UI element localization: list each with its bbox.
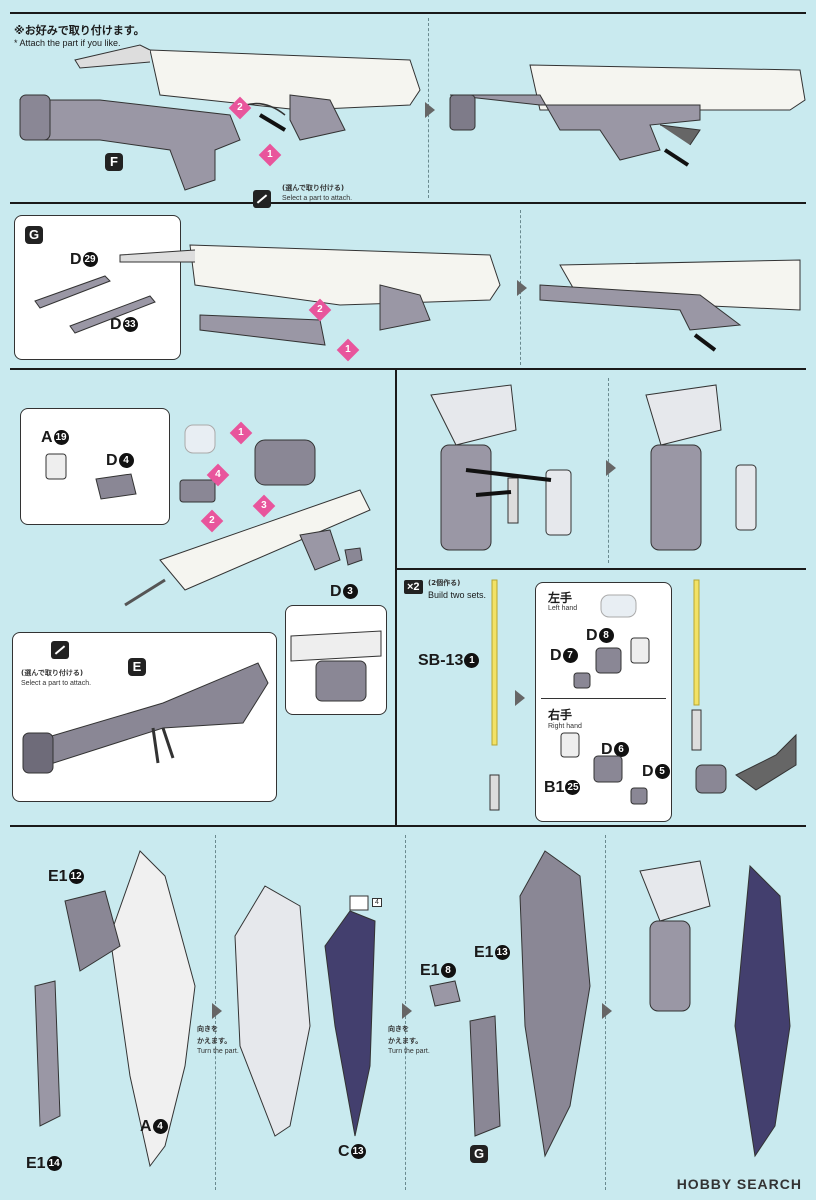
select-part-jp: (選んで取り付ける) [21,669,84,677]
attach-note-jp: ※お好みで取り付けます。 [14,24,145,37]
number-badge: 12 [68,869,84,885]
hobby-search-watermark: HOBBY SEARCH [676,1176,802,1192]
sticker-number: 4 [372,898,382,907]
number-badge: 19 [53,430,69,446]
hand-detail-callout [285,605,387,715]
section-3-divider [395,370,397,825]
turn-part-en: Turn the part. [388,1048,430,1055]
build-two-jp: (2個作る) [428,579,461,587]
next-arrow [425,102,435,118]
turn-part-en: Turn the part. [197,1048,239,1055]
next-arrow [402,1003,412,1019]
number-badge: 6 [613,742,629,758]
select-part-jp: (選んで取り付ける) [282,184,345,192]
number-badge: 13 [494,945,510,961]
section-3-bottom-border [10,825,806,827]
beam-saber-illustration [489,579,797,811]
small-parts-illustration [45,453,137,500]
rifle-rail-illustration [119,244,801,352]
number-badge: 13 [350,1144,366,1160]
number-badge: 8 [440,963,456,979]
number-badge: 14 [46,1156,62,1172]
turn-part-jp-1: 向きを [197,1025,218,1033]
arm-section-border [396,568,806,570]
next-arrow [517,280,527,296]
number-badge: 5 [654,764,670,780]
number-badge: 25 [565,780,581,796]
section-1-border [10,202,806,204]
top-border [10,12,806,14]
label-G-tag: G [470,1145,488,1163]
hand-parts-illustration [560,594,650,805]
number-badge: 4 [152,1119,168,1135]
build-two-en: Build two sets. [428,590,487,600]
left-hand-en: Left hand [548,605,578,612]
shield-assembly-illustration [34,850,791,1168]
next-arrow [212,1003,222,1019]
next-arrow [602,1003,612,1019]
turn-part-jp-2: かえます。 [388,1037,423,1045]
number-badge: 33 [122,317,138,333]
hands-divider [541,698,666,699]
right-hand-jp: 右手 [548,708,573,722]
select-part-en: Select a part to attach. [21,680,92,687]
label-E-tag: E [128,658,146,676]
grip-detail-illustration [290,630,382,702]
next-arrow [606,460,616,476]
rifle-assembly-illustration [19,44,806,191]
arm-assembly-illustration [430,384,757,551]
build-two-badge: ×2 [404,580,423,594]
launcher-e-illustration [22,662,269,774]
select-part-en: Select a part to attach. [282,195,353,202]
part-e-callout: (選んで取り付ける) Select a part to attach. E [12,632,277,802]
rifle-grip-illustration [124,424,371,607]
number-badge: 29 [82,252,98,268]
section-2-border [10,368,806,370]
number-badge: 3 [342,584,358,600]
number-badge: 7 [562,648,578,664]
select-part-icon [253,190,271,208]
turn-part-jp-1: 向きを [388,1025,409,1033]
label-F-tag: F [105,153,123,171]
label-G-tag: G [25,226,43,244]
right-hand-en: Right hand [548,723,582,730]
number-badge: 1 [464,653,480,669]
number-badge: 4 [118,453,134,469]
select-part-icon [51,641,69,659]
left-hand-jp: 左手 [548,591,573,605]
rail-parts-illustration [34,275,156,334]
turn-part-jp-2: かえます。 [197,1037,232,1045]
next-arrow [515,690,525,706]
number-badge: 8 [598,628,614,644]
attach-note-en: * Attach the part if you like. [14,38,121,48]
